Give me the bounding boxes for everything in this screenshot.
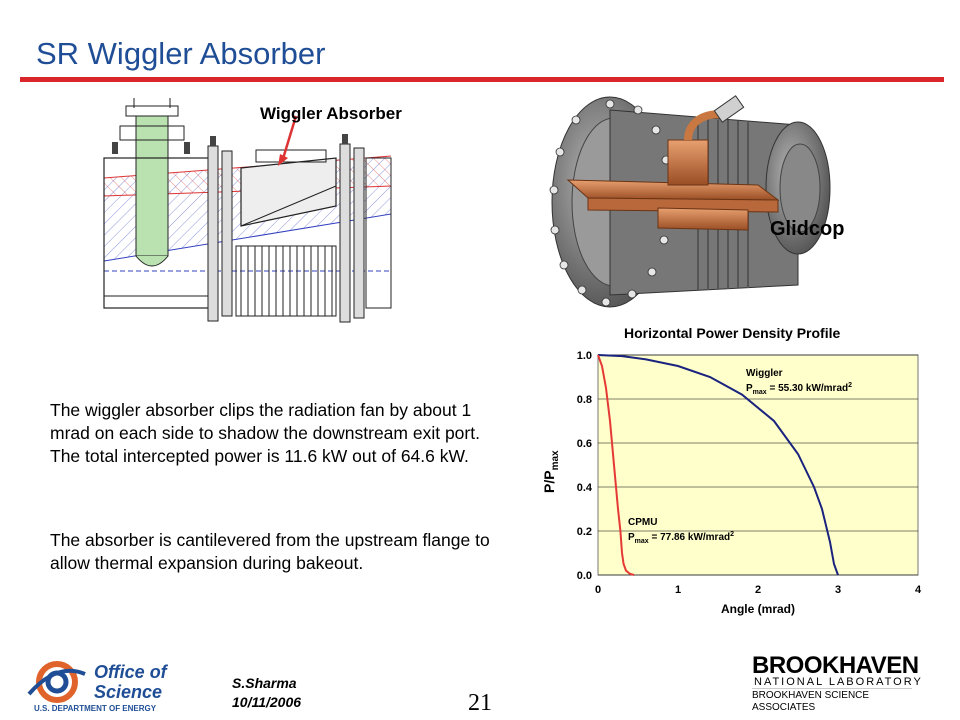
annotation-value-wiggler: Pmax = 55.30 kW/mrad2 xyxy=(746,382,852,396)
bnl-associates-line1: BROOKHAVEN SCIENCE xyxy=(752,690,870,701)
y-tick-label: 0.4 xyxy=(577,482,593,494)
bnl-associates-line2: ASSOCIATES xyxy=(752,702,816,713)
y-tick-label: 0.2 xyxy=(577,526,592,538)
x-tick-label: 2 xyxy=(755,584,761,596)
office-of-science-line2: Science xyxy=(94,682,163,702)
bnl-logo-name: BROOKHAVEN xyxy=(752,652,919,679)
y-tick-label: 0.8 xyxy=(577,394,592,406)
absorber-3d-model xyxy=(549,95,831,308)
series-line-cpmu xyxy=(597,354,635,576)
annotation-pmax-value: = 77.86 kW/mrad xyxy=(649,532,730,543)
plot-area xyxy=(597,354,919,576)
y-tick-label: 0.0 xyxy=(577,570,592,582)
drawing-callout: Wiggler Absorber xyxy=(260,104,402,123)
annotation-pmax-subscript: max xyxy=(635,538,649,545)
annotation-name-cpmu: CPMU xyxy=(628,517,657,528)
page-title: SR Wiggler Absorber xyxy=(36,36,326,71)
annotation-value-cpmu: Pmax = 77.86 kW/mrad2 xyxy=(628,531,734,545)
y-tick-label: 1.0 xyxy=(577,350,592,362)
series-line-wiggler xyxy=(597,354,839,576)
page-number: 21 xyxy=(468,690,492,716)
x-axis-label: Angle (mrad) xyxy=(721,602,795,616)
paragraph-intercepted-power: The wiggler absorber clips the radiation… xyxy=(50,400,480,466)
annotation-unit-superscript: 2 xyxy=(730,531,734,538)
annotation-name-wiggler: Wiggler xyxy=(746,368,783,379)
bnl-associates: BROOKHAVEN SCIENCE ASSOCIATES xyxy=(752,688,912,714)
bnl-logo-sub: NATIONAL LABORATORY xyxy=(754,676,923,688)
paragraph-cantilever: The absorber is cantilevered from the up… xyxy=(50,530,490,573)
x-tick-label: 4 xyxy=(915,584,922,596)
x-tick-label: 0 xyxy=(595,584,601,596)
x-tick-label: 3 xyxy=(835,584,841,596)
date: 10/11/2006 xyxy=(232,694,302,710)
office-of-science-line1: Office of xyxy=(94,662,167,682)
annotation-pmax-subscript: max xyxy=(753,389,767,396)
power-density-chart: Horizontal Power Density Profile 0.0 0.2 0.… xyxy=(541,325,922,616)
office-of-science-logo xyxy=(24,660,90,704)
annotation-unit-superscript: 2 xyxy=(848,382,852,389)
annotation-pmax-value: = 55.30 kW/mrad xyxy=(767,383,848,394)
wiggler-absorber-drawing xyxy=(103,98,392,323)
y-tick-label: 0.6 xyxy=(577,438,592,450)
y-axis-label-subscript: max xyxy=(550,450,561,470)
model-callout: Glidcop xyxy=(770,218,845,240)
x-tick-label: 1 xyxy=(675,584,681,596)
title-underline xyxy=(20,77,944,82)
y-axis-label: P/Pmax xyxy=(541,450,561,493)
chart-title: Horizontal Power Density Profile xyxy=(624,325,840,341)
author: S.Sharma xyxy=(232,675,297,691)
doe-line: U.S. DEPARTMENT OF ENERGY xyxy=(34,704,157,713)
